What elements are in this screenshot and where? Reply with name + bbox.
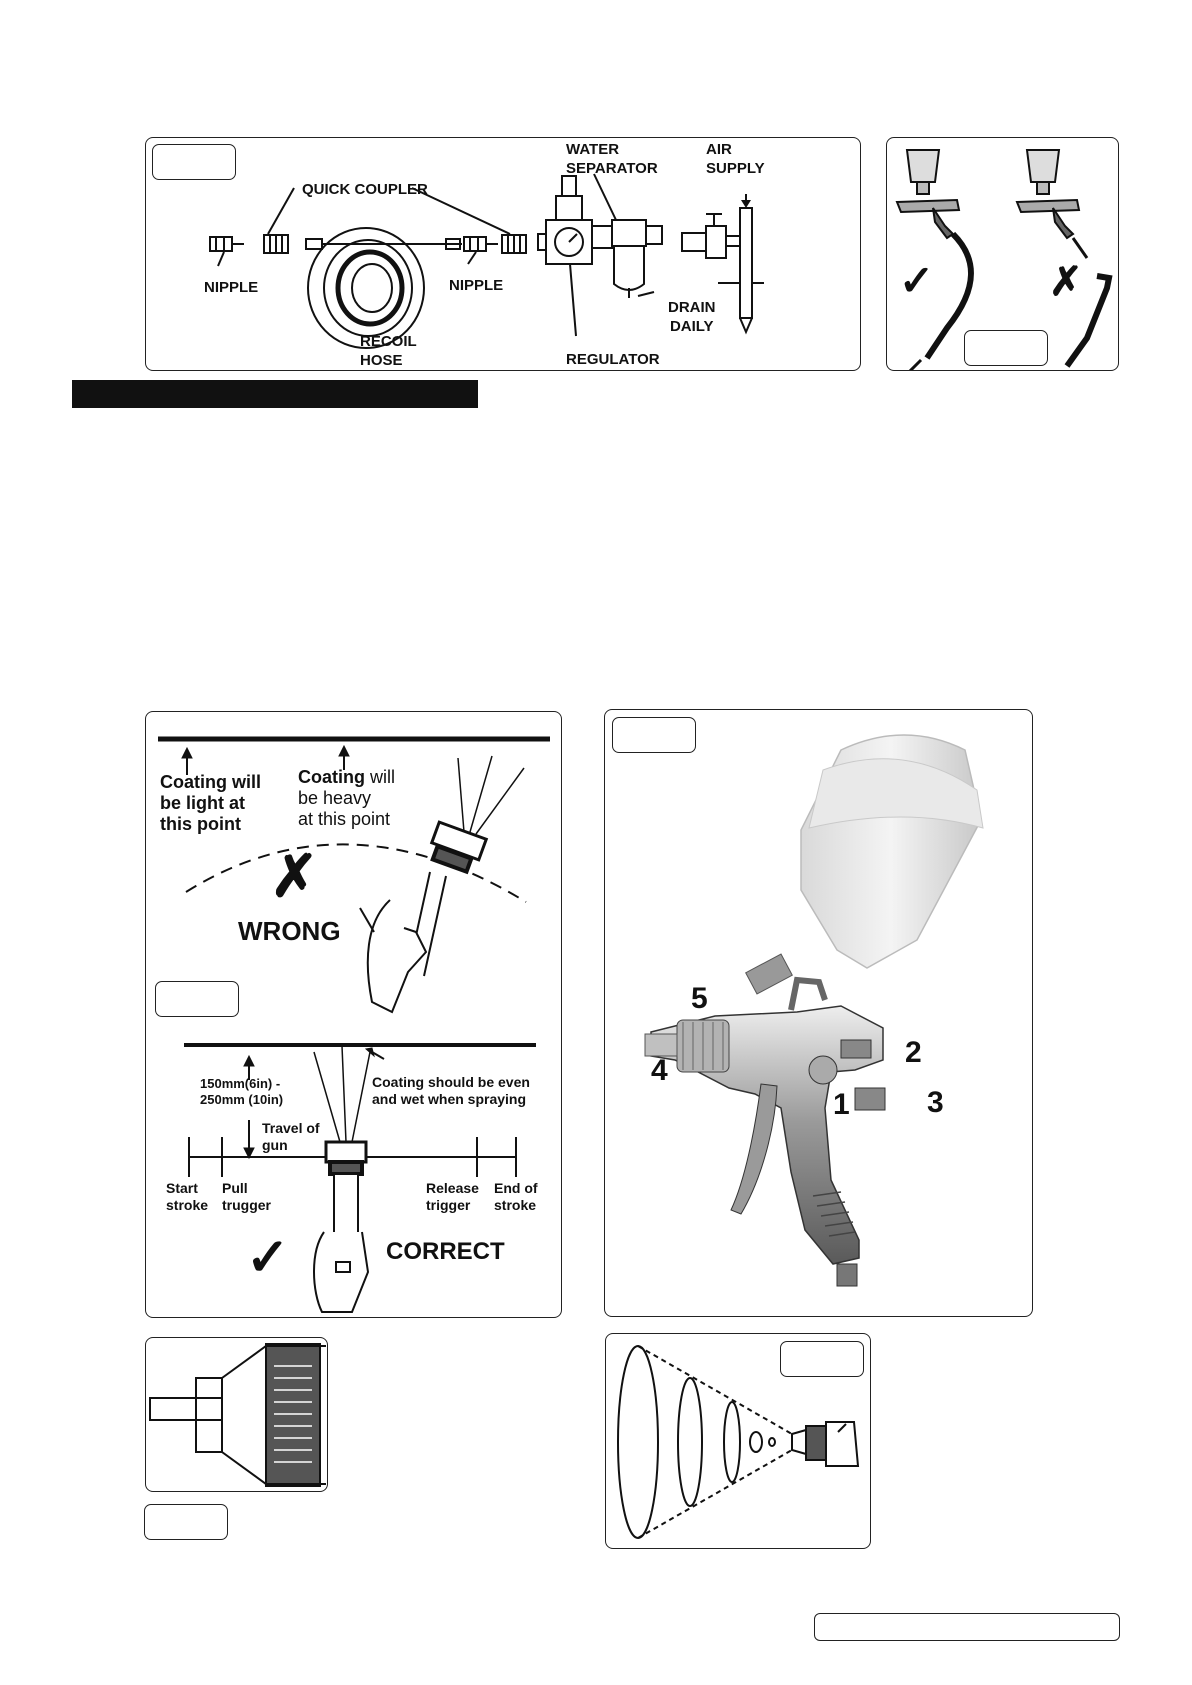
label-nipple-right: NIPPLE [449,277,504,294]
gun-part-number-2: 2 [905,1036,922,1069]
label-recoil-hose: RECOIL HOSE [360,333,417,369]
gun-part-number-4: 4 [651,1054,668,1087]
travel-of-gun-label: Travel of gun [262,1120,320,1153]
figure-number-tag [780,1341,864,1377]
figure-number-tag [964,330,1048,366]
figure-number-tag [152,144,236,180]
figure-number-tag [144,1504,228,1540]
air-cap-figure [145,1337,328,1492]
heavy-label-rest: will be heavy at this point [298,767,395,829]
wrong-cross-mark: ✗ [1049,260,1083,304]
label-drain-daily: DRAIN DAILY [668,299,716,335]
section-header-bar [72,380,478,408]
spray-pattern-figure [605,1333,871,1549]
hose-connection-drawing [895,149,1113,370]
spray-gun-photo [644,734,984,1287]
label-air-supply: AIR SUPPLY [706,141,765,177]
release-trigger-label: Release trigger [426,1180,479,1213]
gun-part-number-3: 3 [927,1086,944,1119]
label-regulator: REGULATOR [566,351,660,368]
start-stroke-label: Start stroke [166,1180,209,1213]
figure-number-tag [612,717,696,753]
correct-distance-label: 150mm(6in) - 250mm (10in) [200,1076,284,1107]
heavy-label-bold: Coating [298,767,365,787]
footer-box [814,1613,1120,1641]
wrong-heavy-coating-label: Coating will be heavy at this point [298,767,395,830]
wrong-light-coating-label: Coating will be light at this point [160,772,261,834]
figure-number-tag [155,981,239,1017]
pull-trigger-label: Pull trugger [222,1180,271,1213]
air-supply-figure: QUICK COUPLER NIPPLE NIPPLE RECOIL HOSE … [145,137,861,371]
correct-check-mark: ✓ [246,1229,290,1287]
spray-technique-drawing [158,736,550,1313]
spray-technique-figure: Coating will be light at this point Coat… [145,711,562,1318]
wrong-cross-mark: ✗ [270,844,319,909]
label-water-separator: WATER SEPARATOR [566,141,658,177]
air-cap-drawing [149,1343,326,1487]
correct-check-mark: ✓ [899,257,935,304]
gun-part-number-5: 5 [691,982,708,1015]
end-of-stroke-label: End of stroke [494,1180,538,1213]
correct-caption: CORRECT [386,1238,505,1265]
spray-gun-figure: 1 2 3 4 5 [604,709,1033,1317]
label-nipple-left: NIPPLE [204,279,259,296]
spray-pattern-drawing [617,1345,860,1539]
wrong-caption: WRONG [238,916,341,946]
correct-even-coating-label: Coating should be even and wet when spra… [372,1074,530,1107]
air-supply-diagram [209,173,764,349]
hose-connection-figure: ✓ ✗ [886,137,1119,371]
label-quick-coupler: QUICK COUPLER [302,181,428,198]
gun-part-number-1: 1 [833,1088,850,1121]
